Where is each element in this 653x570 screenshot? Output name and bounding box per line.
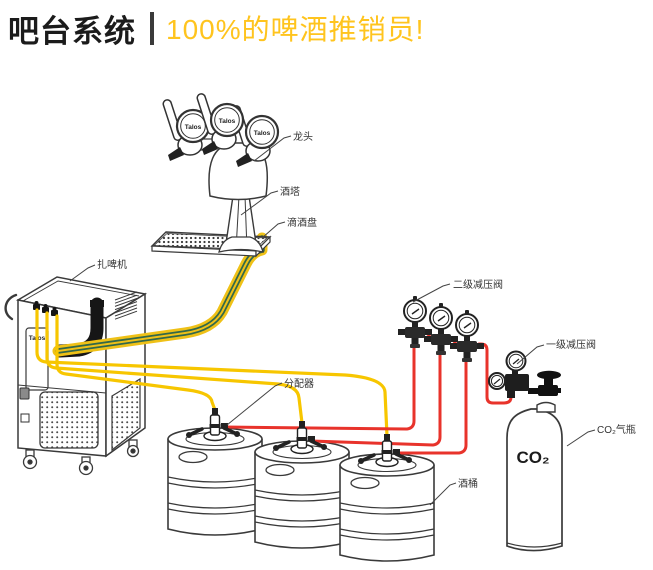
label-tap: 龙头 <box>293 130 313 143</box>
leader-line <box>566 429 596 447</box>
leader-line <box>253 135 292 162</box>
label-beer-machine: 扎啤机 <box>97 258 127 271</box>
beer-tower: Talos Talos Talos <box>162 93 280 253</box>
machine-vent <box>114 291 138 320</box>
co2-cylinder-assembly: CO₂ <box>488 350 563 552</box>
tap-medallion-text: Talos <box>254 130 271 137</box>
label-drip-tray: 滴酒盘 <box>287 216 317 229</box>
page-title: 吧台系统 <box>8 13 136 49</box>
tap-assembly: Talos <box>162 99 211 161</box>
cylinder-valve <box>528 370 561 396</box>
machine-front-grille <box>39 391 99 449</box>
secondary-regulators <box>397 295 485 363</box>
tap-medallion <box>244 114 280 150</box>
beer-line-fittings <box>33 301 58 316</box>
tap-spout <box>202 141 218 155</box>
tower-base <box>218 236 264 253</box>
leader-line <box>516 344 545 365</box>
keg <box>339 453 435 562</box>
cylinder-neck <box>536 401 556 413</box>
leader-line <box>261 221 286 239</box>
label-co2-cylinder: CO₂气瓶 <box>597 423 636 436</box>
keg <box>254 440 350 549</box>
machine-button <box>20 413 30 423</box>
machine-side-grille <box>111 377 141 452</box>
label-keg: 酒桶 <box>458 477 478 490</box>
cylinder-label-text: CO₂ <box>516 448 549 467</box>
tap-medallion-text: Talos <box>219 118 236 125</box>
machine-switch <box>19 387 30 400</box>
gas-line <box>222 344 416 431</box>
co2-cylinder <box>506 408 563 552</box>
gas-line <box>309 350 442 447</box>
hose-hook <box>4 293 18 321</box>
machine-casters <box>22 439 140 476</box>
tap-assembly: Talos <box>196 93 245 155</box>
gas-lines <box>222 332 513 455</box>
header: 吧台系统 100%的啤酒推销员! <box>8 6 424 50</box>
keg <box>167 427 263 536</box>
label-secondary-regulator: 二级减压阀 <box>453 278 503 291</box>
leader-line <box>412 283 451 303</box>
tap-spout <box>236 153 252 167</box>
gas-line <box>394 356 468 455</box>
leader-line <box>429 482 457 506</box>
label-tower: 酒塔 <box>280 185 300 198</box>
annotation-texts: 龙头 酒塔 滴酒盘 扎啤机 分配器 二级减压阀 一级减压阀 CO₂气瓶 酒桶 <box>97 130 636 490</box>
leader-line <box>69 264 96 282</box>
tap-medallion <box>209 102 245 138</box>
beer-line <box>55 314 217 412</box>
tap-medallion-text: Talos <box>185 124 202 131</box>
beer-line <box>35 308 389 438</box>
primary-regulator <box>488 350 529 398</box>
gas-line-primary <box>477 342 513 405</box>
page-subtitle: 100%的啤酒推销员! <box>166 14 425 45</box>
leader-line <box>226 382 283 426</box>
title-divider <box>150 11 154 45</box>
beer-line <box>45 311 304 425</box>
leader-line <box>240 190 279 216</box>
label-distributor: 分配器 <box>284 378 314 390</box>
tap-spout <box>168 147 184 161</box>
beer-lines <box>35 308 389 438</box>
annotations <box>69 135 596 506</box>
label-primary-regulator: 一级减压阀 <box>546 338 596 351</box>
